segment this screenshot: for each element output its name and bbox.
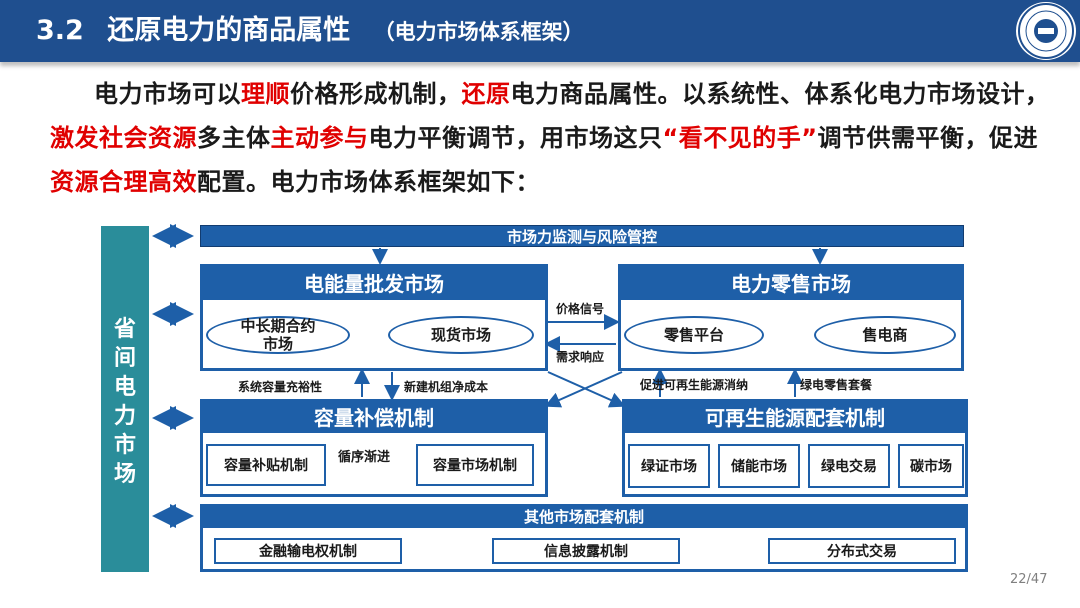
subtitle-text: （电力市场体系框架）: [373, 20, 584, 44]
left-bar-char: 省: [113, 317, 136, 342]
capacity-compensation-title: 容量补偿机制: [200, 399, 548, 433]
intro-text: 电力市场可以: [94, 80, 241, 108]
monitoring-bar: 市场力监测与风险管控: [200, 225, 964, 247]
carbon-market-box: 碳市场: [898, 444, 964, 488]
title-text: 还原电力的商品属性: [107, 15, 351, 46]
capacity-adequacy-label: 系统容量充裕性: [238, 380, 323, 394]
left-bar-char: 市: [113, 433, 136, 458]
distributed-trading-box: 分布式交易: [768, 538, 956, 564]
spot-market-oval: 现货市场: [388, 316, 534, 354]
intro-text: 价格形成机制，: [290, 80, 462, 108]
header-bar: 3.2 还原电力的商品属性 （电力市场体系框架）: [0, 0, 1080, 62]
left-bar-char: 间: [113, 346, 136, 371]
green-certificate-box: 绿证市场: [628, 444, 710, 488]
retail-platform-oval: 零售平台: [624, 316, 764, 354]
university-logo-icon: [1016, 2, 1076, 60]
intro-text: 多主体: [197, 124, 271, 152]
section-number: 3.2: [36, 15, 84, 46]
highlight-text: 理顺: [241, 80, 290, 108]
information-disclosure-box: 信息披露机制: [492, 538, 680, 564]
highlight-text: 主动参与: [270, 124, 369, 152]
renewable-mechanism-title: 可再生能源配套机制: [622, 399, 968, 433]
green-retail-package-label: 绿电零售套餐: [800, 378, 873, 392]
intro-text: 配置。电力市场体系框架如下：: [197, 168, 540, 196]
slide-title: 3.2 还原电力的商品属性 （电力市场体系框架）: [36, 9, 584, 53]
renewable-consumption-label: 促进可再生能源消纳: [640, 378, 749, 392]
intro-text: 电力平衡调节，用市场这只: [368, 124, 663, 152]
highlight-text: 还原: [461, 80, 511, 108]
intro-paragraph: 电力市场可以理顺价格形成机制，还原电力商品属性。以系统性、体系化电力市场设计， 激…: [50, 72, 1050, 204]
highlight-text: 激发社会资源: [50, 124, 197, 152]
gradual-transition-label: 循序渐进: [338, 450, 391, 465]
long-term-contract-oval: 中长期合约 市场: [206, 316, 350, 354]
left-bar-char: 电: [113, 375, 136, 400]
demand-response-label: 需求响应: [556, 350, 605, 364]
electricity-seller-oval: 售电商: [814, 316, 956, 354]
inter-provincial-market-bar: 省间电力市场: [101, 226, 149, 572]
price-signal-label: 价格信号: [556, 302, 605, 316]
highlight-text: 资源合理高效: [50, 168, 197, 196]
left-bar-char: 力: [113, 404, 136, 429]
intro-text: 电力商品属性。以系统性、体系化电力市场设计，: [510, 80, 1050, 108]
retail-market-title: 电力零售市场: [618, 264, 964, 300]
highlight-text: “看不见的手”: [662, 124, 818, 152]
wholesale-market-title: 电能量批发市场: [200, 264, 548, 300]
green-power-trade-box: 绿电交易: [808, 444, 890, 488]
financial-transmission-box: 金融输电权机制: [214, 538, 402, 564]
energy-storage-box: 储能市场: [718, 444, 800, 488]
capacity-market-box: 容量市场机制: [416, 444, 534, 486]
new-unit-cost-label: 新建机组净成本: [404, 380, 489, 394]
intro-text: 调节供需平衡，促进: [817, 124, 1039, 152]
page-number: 22/47: [1010, 572, 1048, 587]
left-bar-char: 场: [113, 462, 136, 487]
other-mechanisms-title: 其他市场配套机制: [200, 504, 968, 528]
capacity-subsidy-box: 容量补贴机制: [206, 444, 326, 486]
